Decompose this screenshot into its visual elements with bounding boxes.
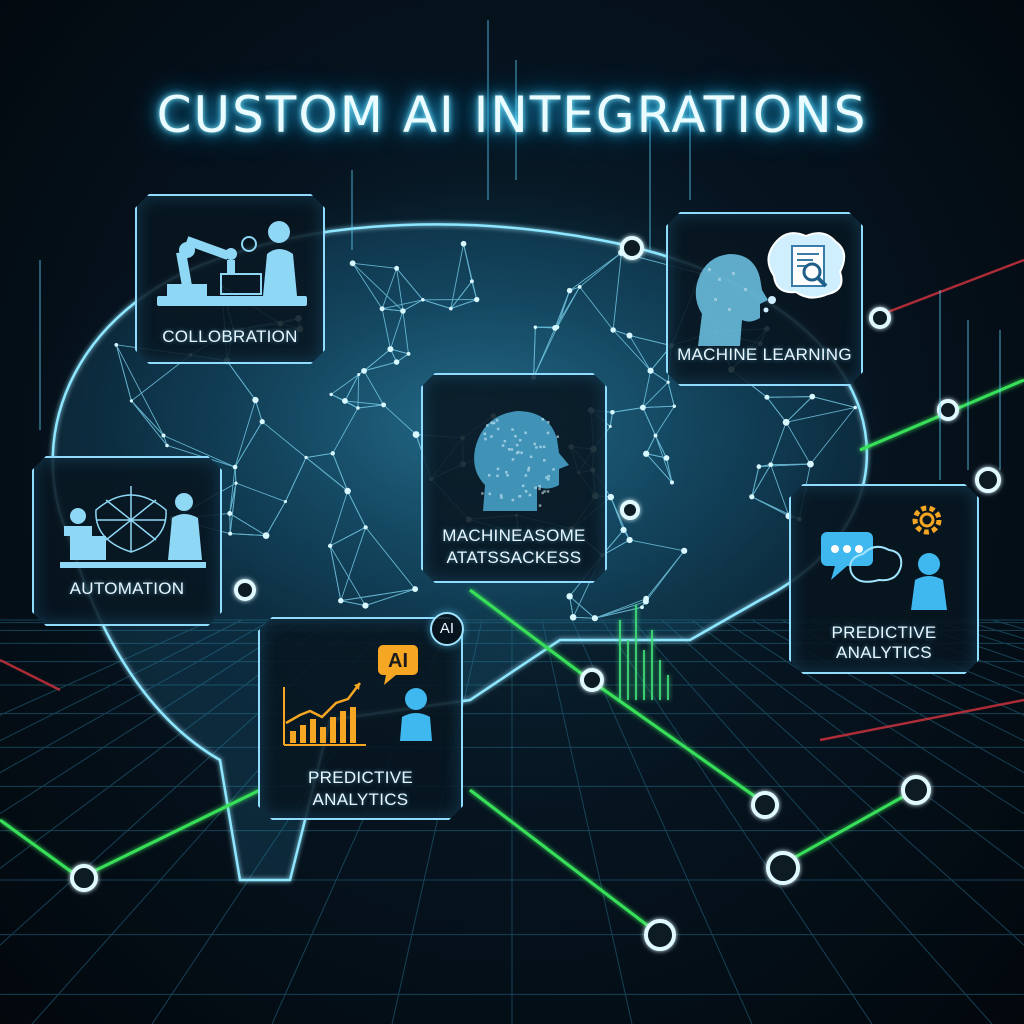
automation-label: AUTOMATION: [69, 579, 185, 598]
head-thought-document-icon: [688, 228, 848, 348]
robot-arm-collaboration-icon: [157, 214, 307, 310]
predictive-analytics-left-card[interactable]: AI PREDICTIVE ANALYTICS: [258, 617, 463, 820]
bar-chart-ai-person-icon: AI: [280, 637, 450, 747]
collaboration-label: COLLOBRATION: [162, 327, 298, 346]
predictive-left-label-line1: PREDICTIVE: [307, 768, 414, 787]
machine-learning-card[interactable]: MACHINE LEARNING: [666, 212, 863, 386]
automation-card[interactable]: AUTOMATION: [32, 456, 222, 626]
page-title: CUSTOM AI INTEGRATIONS: [156, 86, 868, 144]
predictive-right-label-line1: PREDICTIVE: [831, 623, 937, 642]
central-label-line1: MACHINEASOME: [442, 526, 586, 545]
predictive-right-label-line2: ANALYTICS: [836, 643, 932, 662]
digital-head-icon: [453, 393, 583, 513]
central-label-line2: ATATSSACKESS: [446, 548, 582, 567]
predictive-left-label-line2: ANALYTICS: [312, 790, 409, 809]
collaboration-card[interactable]: COLLOBRATION: [135, 194, 325, 364]
predictive-analytics-right-card[interactable]: PREDICTIVE ANALYTICS: [789, 484, 979, 674]
ai-tag-text: AI: [388, 650, 408, 672]
ai-badge: AI: [430, 612, 464, 646]
central-head-card[interactable]: MACHINEASOME ATATSSACKESS: [421, 373, 607, 583]
chat-gear-person-icon: [817, 502, 957, 612]
machine-learning-label: MACHINE LEARNING: [677, 345, 852, 364]
people-network-icon: [56, 480, 206, 570]
